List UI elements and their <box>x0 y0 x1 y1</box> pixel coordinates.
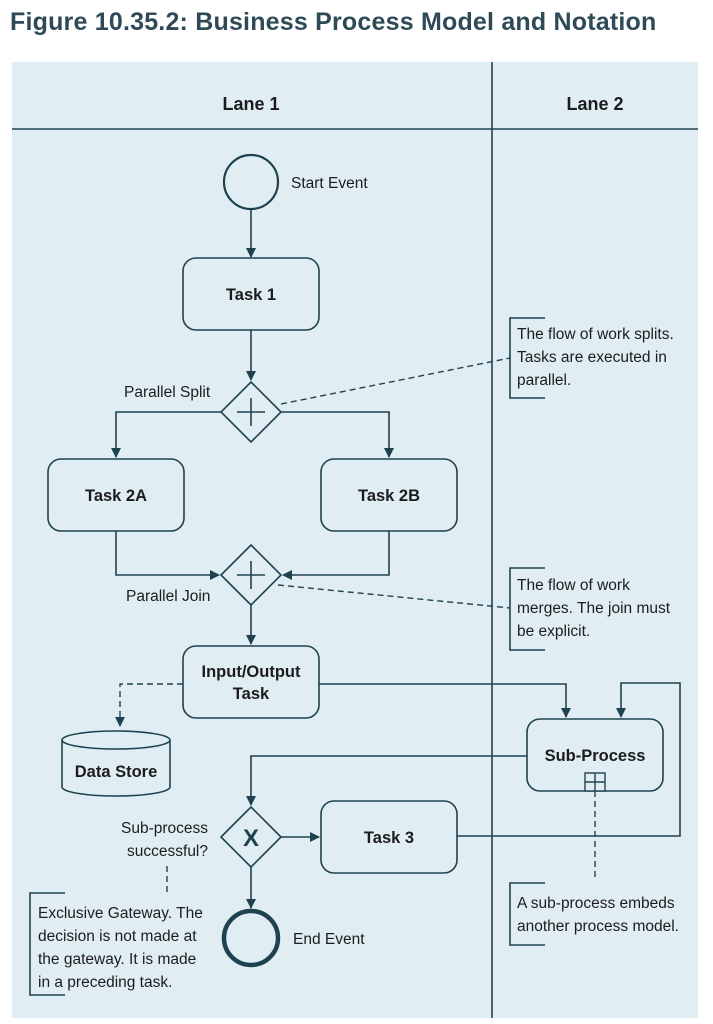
flow-split-task2a <box>111 411 221 458</box>
svg-text:decision is not made at: decision is not made at <box>38 928 197 945</box>
exclusive-gateway-symbol: X <box>243 825 259 852</box>
flow-subprocess-exclusive <box>246 755 527 806</box>
data-store-label: Data Store <box>75 763 158 781</box>
svg-text:The flow of work: The flow of work <box>517 577 630 594</box>
parallel-join-label: Parallel Join <box>126 588 210 605</box>
start-event <box>222 153 280 211</box>
svg-text:another process model.: another process model. <box>517 918 679 935</box>
flow-task2b-join <box>282 531 390 580</box>
data-store <box>61 730 171 797</box>
input-output-task <box>182 645 320 719</box>
exclusive-label-1: Sub-process <box>121 820 208 837</box>
task-3-label: Task 3 <box>364 829 414 847</box>
svg-text:be explicit.: be explicit. <box>517 623 590 640</box>
annotation-bracket-join <box>509 567 545 651</box>
end-event-label: End Event <box>293 931 365 948</box>
association-io-datastore <box>115 683 183 727</box>
exclusive-label-2: successful? <box>127 843 208 860</box>
io-task-label-2: Task <box>233 685 270 703</box>
task-2a-label: Task 2A <box>85 487 147 505</box>
svg-text:the gateway. It is made: the gateway. It is made <box>38 951 196 968</box>
svg-text:The flow of work splits.: The flow of work splits. <box>517 326 674 343</box>
subprocess-marker-icon <box>584 772 606 792</box>
io-task-label-1: Input/Output <box>202 663 301 681</box>
annotation-join-text: The flow of work merges. The join must b… <box>517 577 671 640</box>
annotation-link-join <box>277 584 511 609</box>
svg-text:in a preceding task.: in a preceding task. <box>38 974 172 991</box>
task-3 <box>320 800 458 874</box>
end-event <box>221 908 281 968</box>
annotation-link-split <box>280 357 511 405</box>
svg-text:Tasks are executed in: Tasks are executed in <box>517 349 667 366</box>
annotation-exclusive-text: Exclusive Gateway. The decision is not m… <box>38 905 203 991</box>
annotation-bracket-split <box>509 317 545 399</box>
parallel-split-gateway <box>219 380 283 444</box>
svg-text:parallel.: parallel. <box>517 372 571 389</box>
annotation-subprocess-text: A sub-process embeds another process mod… <box>517 895 679 935</box>
annotation-bracket-subprocess <box>509 882 545 946</box>
task-2b-label: Task 2B <box>358 487 420 505</box>
figure-title: Figure 10.35.2: Business Process Model a… <box>10 8 657 36</box>
svg-text:A sub-process embeds: A sub-process embeds <box>517 895 675 912</box>
annotation-bracket-exclusive <box>29 892 65 996</box>
start-event-label: Start Event <box>291 175 368 192</box>
flow-task3-subprocess-loop <box>457 682 681 837</box>
flow-iotask-subprocess <box>319 683 571 718</box>
svg-text:merges. The join must: merges. The join must <box>517 600 671 617</box>
flow-task2a-join <box>115 531 220 580</box>
lane-1-header: Lane 1 <box>222 94 279 114</box>
task-1-label: Task 1 <box>226 286 276 304</box>
sub-process-label: Sub-Process <box>545 747 646 765</box>
svg-text:Exclusive Gateway. The: Exclusive Gateway. The <box>38 905 203 922</box>
annotation-split-text: The flow of work splits. Tasks are execu… <box>517 326 674 389</box>
lane-2-header: Lane 2 <box>566 94 623 114</box>
parallel-split-label: Parallel Split <box>124 384 211 401</box>
flow-split-task2b <box>281 411 394 458</box>
